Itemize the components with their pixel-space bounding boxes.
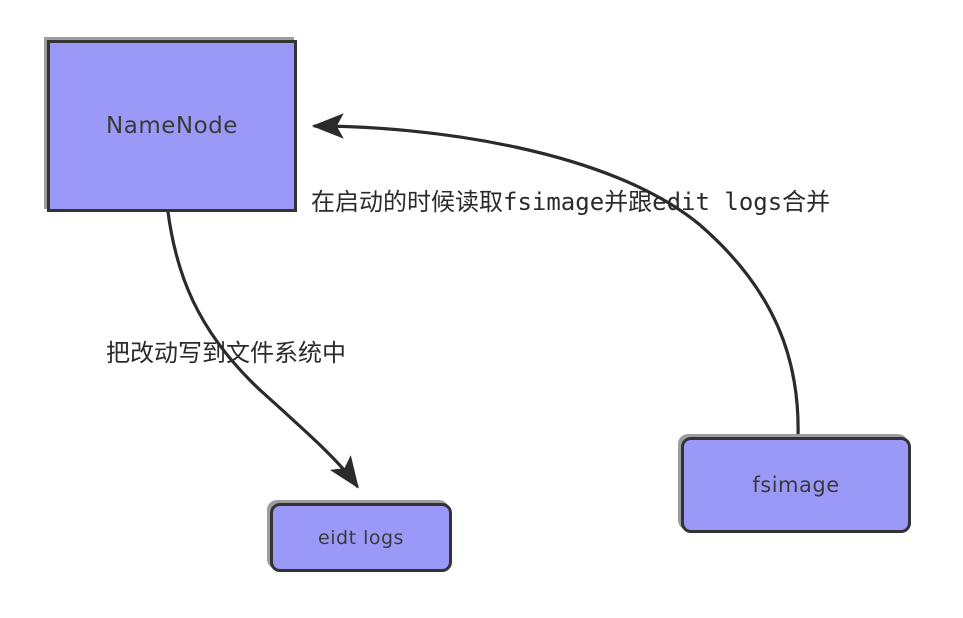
node-fsimage[interactable]: fsimage — [681, 437, 911, 533]
node-namenode-label: NameNode — [106, 113, 238, 139]
edge-fsimage-to-namenode — [311, 113, 800, 439]
edge-label-namenode-to-editlogs: 把改动写到文件系统中 — [106, 339, 346, 367]
node-namenode[interactable]: NameNode — [47, 40, 297, 212]
node-fsimage-label: fsimage — [752, 473, 840, 497]
node-edit-logs-label: eidt logs — [318, 526, 404, 549]
edge-label-fsimage-to-namenode: 在启动的时候读取fsimage并跟edit logs合并 — [311, 188, 831, 216]
node-edit-logs[interactable]: eidt logs — [270, 503, 452, 572]
